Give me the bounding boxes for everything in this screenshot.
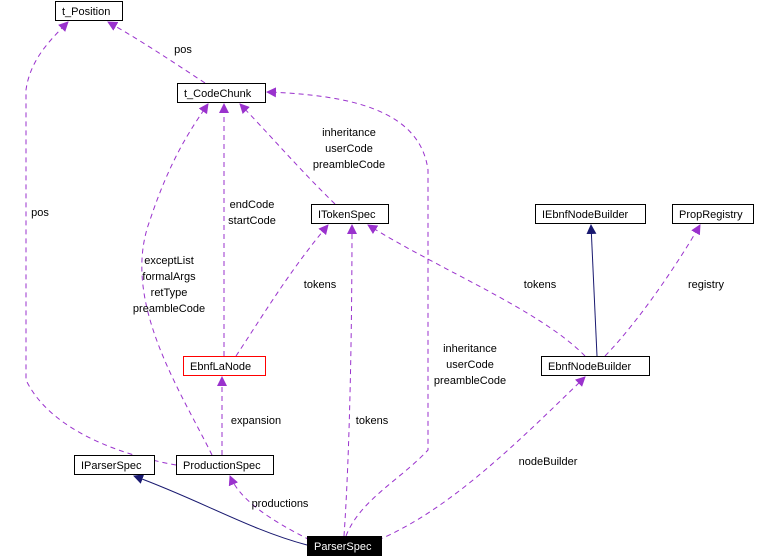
node-label: PropRegistry <box>679 209 743 221</box>
edge-EbnfLaNode-to-ITokenSpec <box>235 224 329 357</box>
edge-label: pos <box>174 44 192 56</box>
node-ebnfnodebuilder[interactable]: EbnfNodeBuilder <box>541 356 650 376</box>
edge-label: nodeBuilder <box>519 456 578 468</box>
edge-ParserSpec-to-t_CodeChunk <box>266 87 429 537</box>
node-itokenspec[interactable]: ITokenSpec <box>311 204 389 224</box>
edge-ITokenSpec-to-t_CodeChunk <box>239 103 336 205</box>
edge-label: productions <box>252 498 309 510</box>
edge-label: registry <box>688 279 725 291</box>
edge-label: pos <box>31 207 49 219</box>
edge-label: preambleCode <box>313 159 385 171</box>
edge-ParserSpec-to-EbnfNodeBuilder <box>377 376 586 541</box>
edge-ParserSpec-to-IParserSpec <box>133 474 308 546</box>
node-label: IEbnfNodeBuilder <box>542 209 629 221</box>
node-parserspec[interactable]: ParserSpec <box>307 536 382 556</box>
node-label: ParserSpec <box>314 541 372 553</box>
node-propregistry[interactable]: PropRegistry <box>672 204 754 224</box>
node-ebnflanode[interactable]: EbnfLaNode <box>183 356 266 376</box>
edge-label: inheritance <box>443 343 497 355</box>
node-iebnfnodebuilder[interactable]: IEbnfNodeBuilder <box>535 204 646 224</box>
edge-label: retType <box>151 287 188 299</box>
node-label: EbnfNodeBuilder <box>548 361 632 373</box>
node-productionspec[interactable]: ProductionSpec <box>176 455 274 475</box>
edge-label: preambleCode <box>434 375 506 387</box>
edge-ProductionSpec-to-t_CodeChunk <box>141 103 213 456</box>
edge-label: startCode <box>228 215 276 227</box>
edge-label: tokens <box>304 279 337 291</box>
edge-label: tokens <box>356 415 389 427</box>
node-iparserspec[interactable]: IParserSpec <box>74 455 155 475</box>
node-t_codechunk[interactable]: t_CodeChunk <box>177 83 266 103</box>
edge-label: tokens <box>524 279 557 291</box>
node-label: t_Position <box>62 6 110 18</box>
node-box <box>535 204 646 224</box>
node-label: IParserSpec <box>81 460 142 472</box>
node-box <box>183 356 266 376</box>
edge-label: expansion <box>231 415 281 427</box>
node-box <box>672 204 754 224</box>
edge-label: exceptList <box>144 255 194 267</box>
node-label: t_CodeChunk <box>184 88 252 100</box>
edge-EbnfNodeBuilder-to-ITokenSpec <box>367 224 586 357</box>
edge-ParserSpec-to-ITokenSpec <box>343 224 357 537</box>
node-box <box>55 1 123 21</box>
node-box <box>541 356 650 376</box>
edge-EbnfNodeBuilder-to-IEbnfNodeBuilder <box>586 224 598 357</box>
edge-label: endCode <box>230 199 275 211</box>
node-label: ITokenSpec <box>318 209 376 221</box>
edge-label: preambleCode <box>133 303 205 315</box>
edge-label: inheritance <box>322 127 376 139</box>
edge-ParserSpec-to-ProductionSpec <box>228 475 311 541</box>
node-box <box>176 455 274 475</box>
edge-ProductionSpec-to-t_Position <box>25 21 177 466</box>
node-box <box>311 204 389 224</box>
node-t_position[interactable]: t_Position <box>55 1 123 21</box>
edge-label: formalArgs <box>142 271 196 283</box>
node-label: EbnfLaNode <box>190 361 251 373</box>
node-box <box>307 536 382 556</box>
edge-t_CodeChunk-to-t_Position <box>107 21 206 84</box>
node-box <box>74 455 155 475</box>
edge-label: userCode <box>446 359 494 371</box>
node-box <box>177 83 266 103</box>
node-label: ProductionSpec <box>183 460 261 472</box>
edge-EbnfNodeBuilder-to-PropRegistry <box>604 224 701 357</box>
edge-label: userCode <box>325 143 373 155</box>
